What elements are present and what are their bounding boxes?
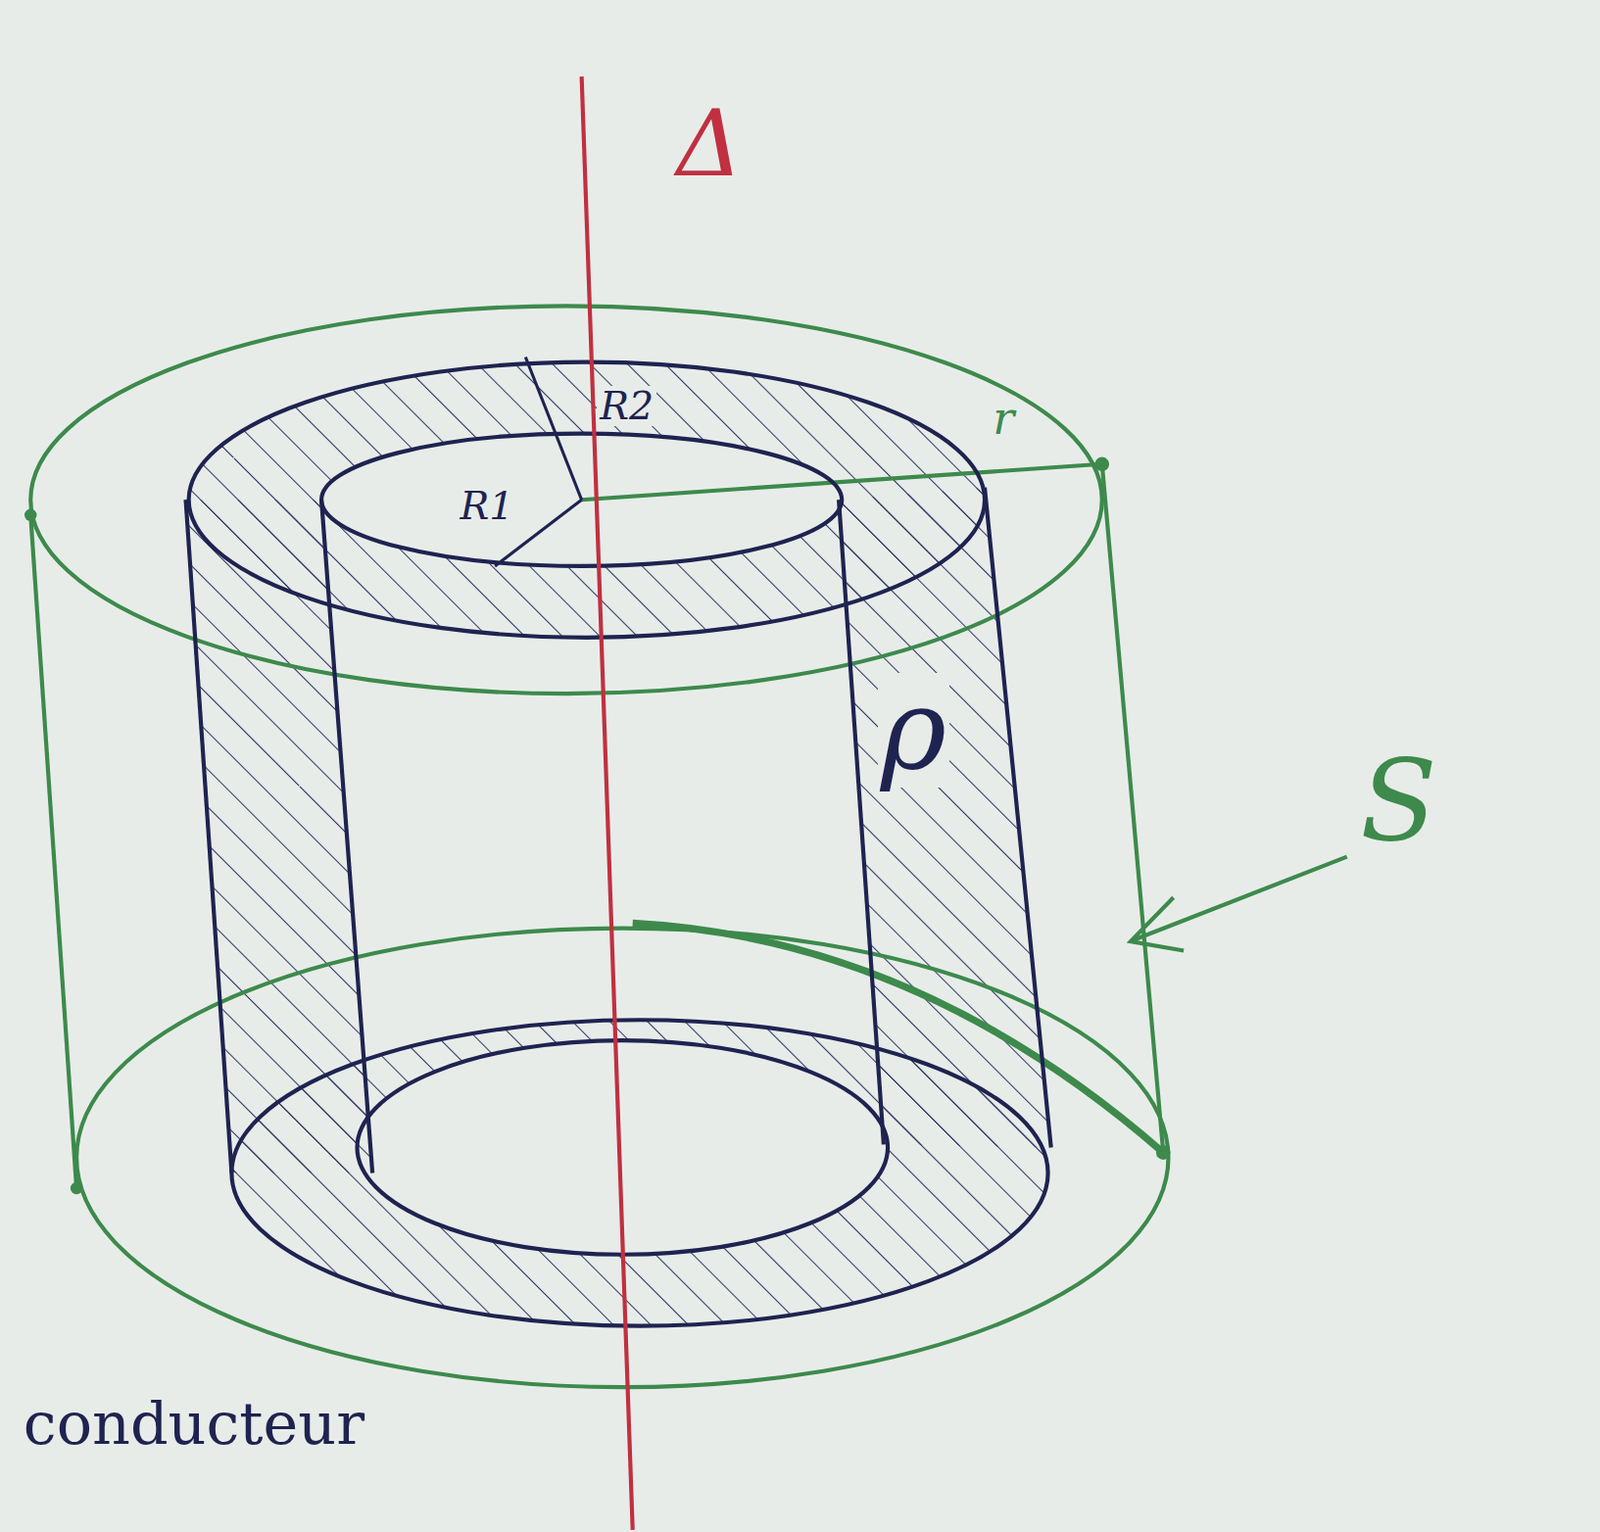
hatched-wall (186, 499, 374, 1173)
gauss-surface (30, 305, 1168, 1388)
axis (581, 76, 633, 1531)
leader-arrow (1130, 857, 1348, 952)
point (24, 509, 37, 522)
caption-note: conducteur (20, 1393, 368, 1455)
radius-label: R1 (457, 485, 518, 528)
radius-label: R2 (596, 386, 657, 428)
axis-label: Δ (673, 96, 746, 192)
density-label: ρ (877, 673, 950, 788)
point (1156, 1145, 1171, 1161)
radius-label: r (989, 395, 1018, 443)
point (70, 1182, 83, 1195)
surface-label: S (1357, 744, 1440, 860)
point (1094, 456, 1110, 472)
